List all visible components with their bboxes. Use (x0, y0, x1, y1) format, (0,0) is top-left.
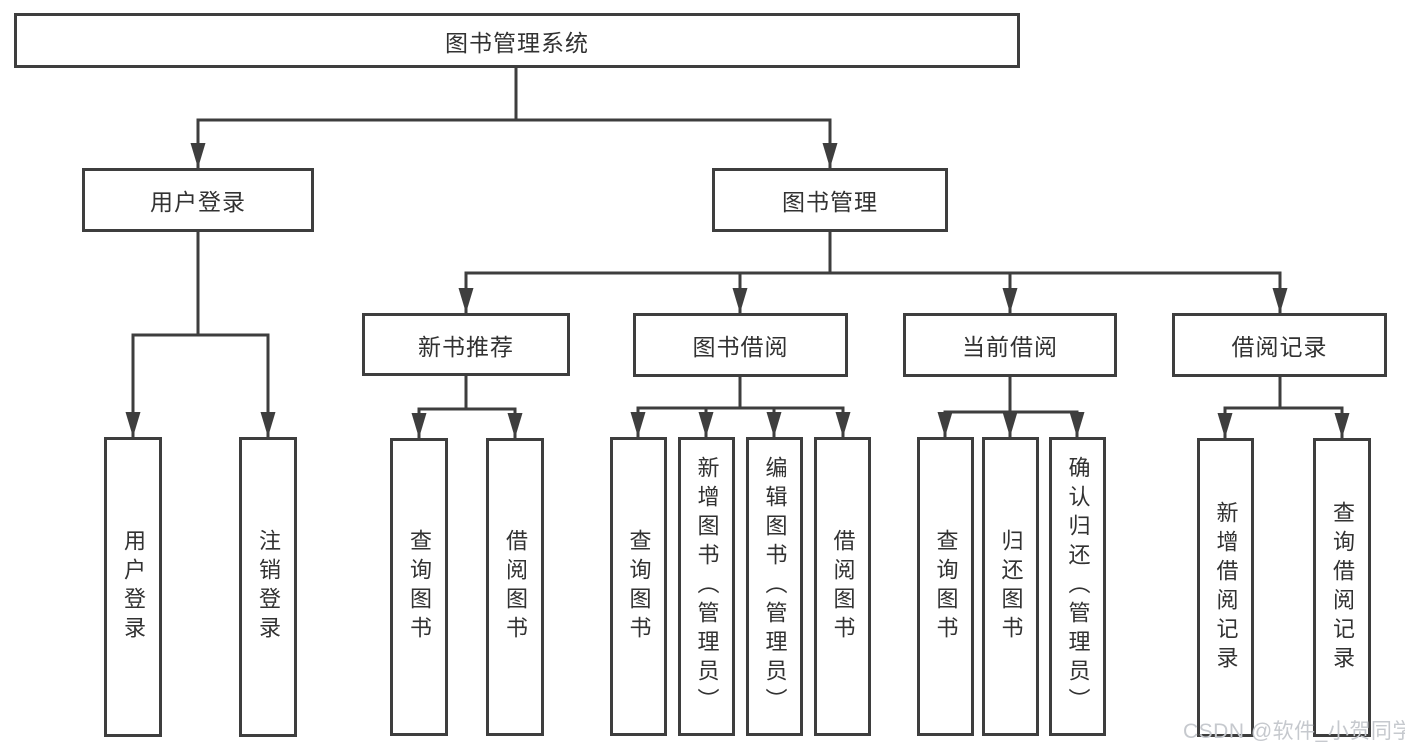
node-bb-borrow-label: 借阅图书 (830, 528, 856, 645)
node-br-query: 查询借阅记录 (1313, 438, 1371, 737)
node-nb-borrow: 借阅图书 (486, 438, 544, 736)
node-nb-query: 查询图书 (390, 438, 448, 736)
node-cb-query: 查询图书 (917, 437, 974, 736)
node-cb-return-label: 归还图书 (998, 528, 1024, 645)
node-user-login-label: 用户登录 (150, 189, 246, 215)
node-br-query-label: 查询借阅记录 (1330, 500, 1355, 675)
node-cb-confirm-label: 确认归还（管理员） (1065, 456, 1091, 717)
node-ul-logout: 注销登录 (239, 437, 297, 737)
arrowheads (125, 143, 1350, 438)
node-current-borrow-label: 当前借阅 (962, 334, 1058, 360)
watermark: CSDN @软件_小贺同学 (1183, 720, 1405, 743)
node-bb-query-label: 查询图书 (626, 528, 652, 645)
tree-edges (131, 68, 1344, 438)
node-ul-login: 用户登录 (104, 437, 162, 737)
node-bb-add: 新增图书（管理员） (678, 437, 735, 736)
node-bb-edit-label: 编辑图书（管理员） (762, 456, 788, 717)
node-ul-logout-label: 注销登录 (256, 529, 281, 645)
node-cb-return: 归还图书 (982, 437, 1039, 736)
node-book-mgmt: 图书管理 (712, 168, 948, 232)
node-bb-edit: 编辑图书（管理员） (746, 437, 803, 736)
node-borrow-record-label: 借阅记录 (1231, 334, 1328, 360)
node-root: 图书管理系统 (14, 13, 1020, 68)
node-nb-query-label: 查询图书 (407, 529, 432, 645)
node-new-book-rec-label: 新书推荐 (418, 333, 514, 360)
node-root-label: 图书管理系统 (445, 29, 589, 56)
node-bb-borrow: 借阅图书 (814, 437, 871, 736)
node-current-borrow: 当前借阅 (903, 313, 1117, 377)
node-borrow-record: 借阅记录 (1172, 313, 1387, 377)
node-cb-query-label: 查询图书 (933, 528, 959, 645)
node-br-add: 新增借阅记录 (1197, 438, 1254, 737)
node-cb-confirm: 确认归还（管理员） (1049, 437, 1106, 736)
node-book-borrow-label: 图书借阅 (692, 334, 789, 360)
node-book-borrow: 图书借阅 (633, 313, 848, 377)
node-bb-query: 查询图书 (610, 437, 667, 736)
node-nb-borrow-label: 借阅图书 (503, 529, 528, 645)
node-user-login: 用户登录 (82, 168, 314, 232)
node-ul-login-label: 用户登录 (121, 529, 146, 645)
node-br-add-label: 新增借阅记录 (1213, 500, 1239, 675)
node-book-mgmt-label: 图书管理 (782, 189, 878, 215)
node-new-book-rec: 新书推荐 (362, 313, 570, 376)
node-bb-add-label: 新增图书（管理员） (694, 456, 720, 717)
